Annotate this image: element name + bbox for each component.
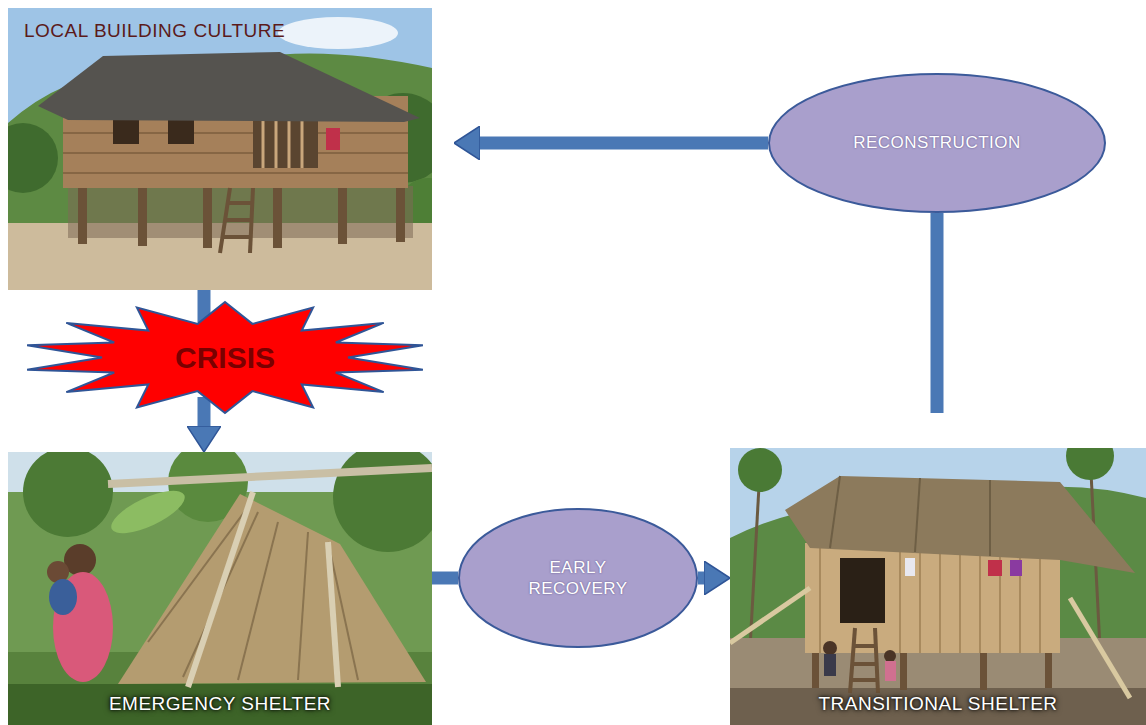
- crisis-label: CRISIS: [175, 341, 275, 375]
- stilts: [78, 178, 405, 248]
- palm-leaves: [738, 448, 782, 492]
- roof-poles-part: [915, 478, 920, 552]
- house-photo: [8, 8, 432, 290]
- starburst: [27, 302, 423, 413]
- bamboo-slats-part: [979, 543, 981, 653]
- stilts-part: [273, 178, 282, 248]
- stage-ellipse: RECONSTRUCTION: [768, 73, 1106, 213]
- bamboo-poles-part: [328, 542, 338, 687]
- ladder-part: [223, 235, 251, 239]
- bamboo-wall: [805, 543, 1060, 653]
- thatch-shelter: [118, 494, 426, 684]
- ladder-part: [853, 644, 876, 648]
- bamboo-braces-part: [730, 588, 810, 643]
- bamboo-slats-part: [1019, 543, 1021, 653]
- child-body: [49, 579, 77, 615]
- ladder: [850, 628, 878, 693]
- planks-part: [63, 152, 408, 154]
- stage-label: EARLY RECOVERY: [513, 557, 643, 600]
- ladder: [220, 188, 253, 253]
- bamboo-slats-part: [919, 543, 921, 653]
- ground: [730, 688, 1146, 725]
- ladder-part: [228, 201, 252, 205]
- bamboo-slats-part: [959, 543, 961, 653]
- bamboo-poles-part: [188, 492, 253, 687]
- photo-caption: TRANSITIONAL SHELTER: [818, 693, 1057, 715]
- shelter-photo: [8, 452, 432, 725]
- photo-caption: EMERGENCY SHELTER: [109, 693, 331, 715]
- clothes: [1010, 560, 1022, 576]
- roof-poles: [830, 476, 990, 556]
- bamboo-poles: [188, 492, 338, 687]
- sky: [8, 8, 432, 290]
- stage-ellipse: EARLY RECOVERY: [458, 508, 698, 648]
- roof: [38, 52, 420, 122]
- bamboo-slats-part: [939, 543, 941, 653]
- photo-panel: EMERGENCY SHELTER: [8, 452, 432, 725]
- photo-panel: TRANSITIONAL SHELTER: [730, 448, 1146, 725]
- bamboo-slats-part: [999, 543, 1001, 653]
- grass: [8, 684, 432, 725]
- ladder-part: [850, 628, 855, 693]
- flow-arrow: [198, 397, 211, 426]
- ladder-part: [226, 218, 251, 222]
- thatch-lines: [148, 507, 358, 680]
- flow-arrow: [931, 213, 944, 413]
- stilts-part: [900, 648, 907, 690]
- ladder-part: [875, 628, 878, 693]
- thatch-lines-part: [238, 522, 278, 680]
- shelter-photo: [730, 448, 1146, 725]
- clothes: [905, 558, 915, 576]
- flow-arrow: [698, 572, 704, 585]
- stilts-part: [1045, 648, 1052, 688]
- thatch-lines-part: [148, 507, 248, 642]
- cloth: [326, 128, 340, 150]
- cloud: [278, 17, 398, 49]
- tree: [23, 452, 113, 537]
- thatch-lines-part: [298, 532, 308, 680]
- child: [884, 650, 896, 662]
- stilts-part: [138, 178, 147, 246]
- banana-leaf: [106, 482, 190, 541]
- clothes: [988, 560, 1002, 576]
- stilts: [812, 648, 1052, 690]
- bamboo-slats-part: [899, 543, 901, 653]
- stilts-part: [203, 178, 212, 248]
- bamboo-braces-part: [1070, 598, 1130, 698]
- child: [885, 661, 896, 681]
- bamboo-slats-part: [819, 543, 821, 653]
- bamboo-braces: [730, 588, 1130, 698]
- bamboo-pole: [108, 468, 432, 484]
- child: [823, 641, 837, 655]
- stilts-part: [812, 648, 819, 688]
- planks-part: [63, 172, 408, 174]
- roof-poles-part: [989, 480, 991, 556]
- palm-leaves: [1066, 448, 1114, 480]
- ladder-part: [852, 662, 877, 666]
- under-house: [68, 186, 413, 238]
- thatch-roof: [785, 476, 1135, 573]
- stage-label: RECONSTRUCTION: [853, 132, 1021, 153]
- photo-panel: LOCAL BUILDING CULTURE: [8, 8, 432, 290]
- bamboo-slats-part: [1039, 543, 1041, 653]
- child: [824, 654, 836, 676]
- roof-poles-part: [830, 476, 840, 548]
- flow-arrow: [480, 137, 768, 150]
- ladder-part: [851, 678, 878, 682]
- doorway: [840, 558, 885, 623]
- crisis-starburst: CRISIS: [20, 300, 430, 415]
- photo-caption: LOCAL BUILDING CULTURE: [24, 20, 285, 42]
- sky: [730, 448, 1146, 725]
- tree: [8, 123, 58, 193]
- flow-arrow: [432, 572, 458, 585]
- stilts-part: [980, 648, 987, 690]
